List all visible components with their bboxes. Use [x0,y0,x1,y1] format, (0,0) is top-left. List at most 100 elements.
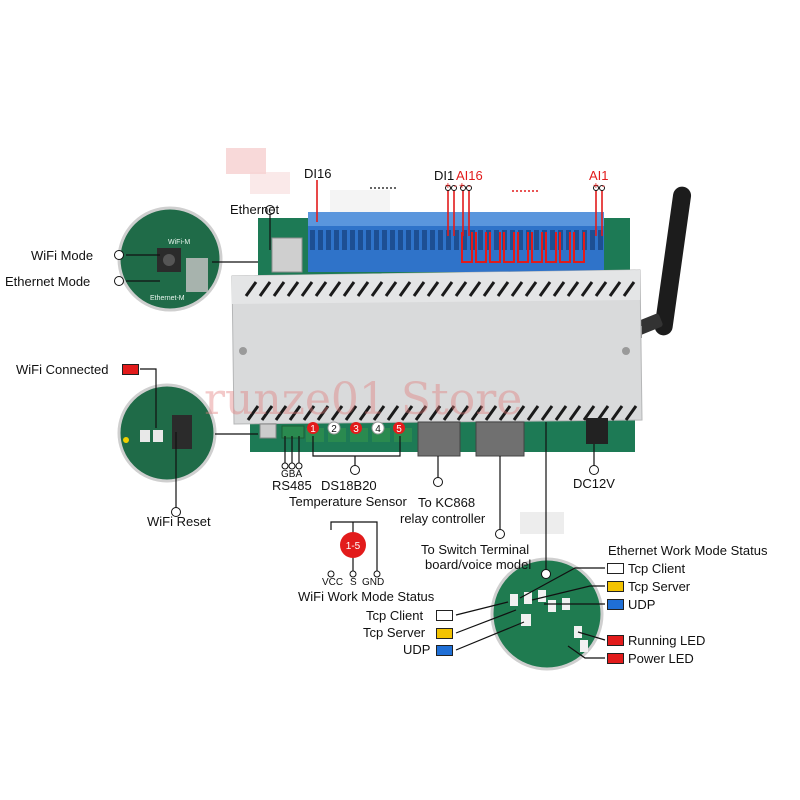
sensor-range-text: 1-5 [346,541,361,552]
terminal-slot [494,230,499,250]
eth-udp-swatch [607,599,624,610]
vent-slot [246,405,260,421]
terminal-slot [334,230,339,250]
to-switch-terminal-label: To Switch Terminal [421,542,530,557]
terminal-slot [382,230,387,250]
vent-slot [414,405,428,421]
vent-slot [244,281,258,297]
terminal-slot [414,230,419,250]
vent-slot [512,405,526,421]
wifi-reset-label: WiFi Reset [147,514,211,529]
vent-slot [400,405,414,421]
vent-slot [344,405,358,421]
blur-artifact [330,190,390,212]
terminal-slot [374,230,379,250]
terminal-slot [430,230,435,250]
di1-label: DI1 [434,168,455,183]
power-led-swatch [607,653,624,664]
vent-slot [594,281,608,297]
terminal-slot [358,230,363,250]
vent-slot [330,405,344,421]
zoom-wifi-led [117,383,217,483]
board-wifi-m-text: WiFi-M [168,239,190,246]
vent-slot [484,405,498,421]
wifi-udp-swatch [436,645,453,656]
terminal-slot [486,230,491,250]
eth-tcp-server-swatch [607,581,624,592]
blur-artifact [250,172,290,194]
vent-slot [510,281,524,297]
vent-slot [342,281,356,297]
terminal-slot [518,230,523,250]
terminal-slot [398,230,403,250]
sensor-port-badges: 1 2 3 4 5 [307,421,405,435]
eth-tcp-client-swatch [607,563,624,574]
vent-slot [524,281,538,297]
ethernet-mode-label: Ethernet Mode [5,274,91,289]
terminal-slot [446,230,451,250]
vent-slot [428,405,442,421]
vent-slot [370,281,384,297]
gnd-label: GND [362,577,385,588]
ai16-polarity: + - [459,181,471,192]
vent-slot [526,405,540,421]
terminal-slot [422,230,427,250]
eth-udp-label: UDP [628,597,656,612]
vcc-label: VCC [322,577,344,588]
wifi-udp-label: UDP [403,642,431,657]
terminal-slot [318,230,323,250]
terminal-slot [598,230,603,250]
vent-slot [386,405,400,421]
terminal-slot [462,230,467,250]
terminal-slot [590,230,595,250]
vent-slot [302,405,316,421]
wifi-tcp-client-label: Tcp Client [366,608,424,623]
terminal-slot [310,230,315,250]
zoom-mode-buttons: WiFi-M Ethernet-M [117,206,223,312]
vent-slot [456,405,470,421]
vent-slot [538,281,552,297]
terminal-slot [390,230,395,250]
di-ai-leads [316,180,603,236]
terminal-slot [510,230,515,250]
wifi-tcp-server-label: Tcp Server [363,625,426,640]
zoom-status-leds [490,557,604,671]
terminal-slot [406,230,411,250]
ethernet-label: Ethernet [230,202,280,217]
di16-label: DI16 [304,166,332,181]
ai-wiring [461,232,585,263]
vent-slot [468,281,482,297]
running-led-swatch [607,635,624,646]
vent-slot [328,281,342,297]
temperature-sensor-label: Temperature Sensor [289,494,407,509]
sensor-range-badge [340,532,366,558]
vent-slot [498,405,512,421]
vent-slot [358,405,372,421]
wifi-work-mode-status-title: WiFi Work Mode Status [298,589,435,604]
board-ethernet-m-text: Ethernet-M [150,295,185,302]
di1-polarity: + - [445,181,457,192]
vent-slot [622,281,636,297]
metal-case [231,269,643,425]
vent-slot [272,281,286,297]
vent-slot [412,281,426,297]
vent-slot [372,405,386,421]
vent-slot [356,281,370,297]
terminal-slot [454,230,459,250]
wifi-tcp-server-swatch [436,628,453,639]
eth-tcp-server-label: Tcp Server [628,579,691,594]
vent-slot [552,281,566,297]
terminal-slot [342,230,347,250]
relay-controller-label: relay controller [400,511,486,526]
vent-slot [624,405,638,421]
vent-slot [608,281,622,297]
wifi-connected-label: WiFi Connected [16,362,109,377]
vent-slot [582,405,596,421]
terminal-slot [478,230,483,250]
vent-slot [442,405,456,421]
vent-slot [610,405,624,421]
vent-slot [384,281,398,297]
blur-artifact [226,148,266,174]
vent-slot [286,281,300,297]
vent-slot [258,281,272,297]
